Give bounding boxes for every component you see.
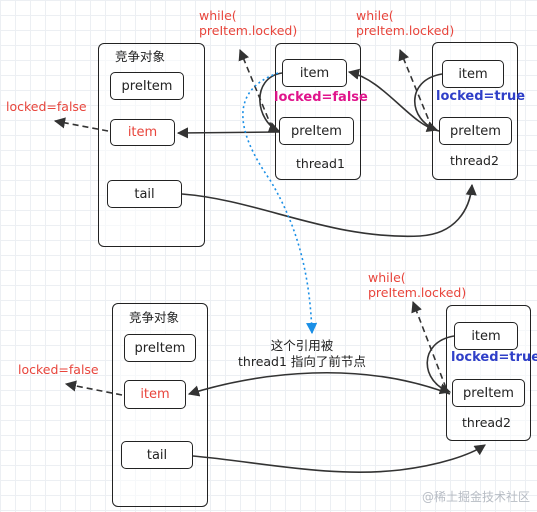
top-resource-item: item [110, 119, 175, 146]
watermark: @稀土掘金技术社区 [422, 490, 531, 504]
dashed-top-thread2-while [398, 48, 433, 129]
top-thread2-preitem: preItem [439, 117, 512, 145]
pointer-note-line2: thread1 指向了前节点 [238, 354, 366, 369]
bottom-released-note: locked=false [18, 362, 99, 377]
bottom-resource-preitem-label: preItem [134, 340, 186, 356]
top-thread2-while-note: while( preItem.locked) [356, 8, 454, 38]
bottom-thread2-while-line2: preItem.locked) [368, 285, 467, 300]
top-resource-item-label: item [127, 125, 158, 140]
bottom-resource-preitem: preItem [124, 334, 196, 362]
dashed-thread1-while [238, 48, 273, 129]
top-resource-tail-label: tail [134, 186, 155, 202]
bottom-resource-title: 竞争对象 [129, 310, 180, 325]
bottom-thread2-item-label: item [471, 328, 501, 344]
thread1-while-line2: preItem.locked) [199, 23, 298, 38]
thread1-while-note: while( preItem.locked) [199, 8, 297, 38]
arrow-tail-to-thread2 [181, 183, 477, 238]
thread1-while-line1: while( [199, 8, 237, 23]
top-thread2-while-line1: while( [356, 8, 394, 23]
bottom-thread2-preitem: preItem [452, 379, 525, 407]
thread1-locked-flag: locked=false [274, 90, 368, 105]
bottom-thread2-while-line1: while( [368, 270, 406, 285]
thread1-name: thread1 [296, 156, 345, 171]
bottom-thread2-item: item [454, 322, 518, 350]
bottom-resource-tail-label: tail [146, 447, 168, 463]
bottom-thread2-name: thread2 [462, 415, 511, 430]
bottom-resource-tail: tail [121, 441, 193, 469]
bottom-thread2-while-note: while( preItem.locked) [368, 270, 466, 300]
thread1-item: item [282, 59, 347, 87]
bottom-resource-item: item [124, 380, 186, 409]
top-thread2-item-label: item [458, 66, 488, 82]
arrow-bottom-thread2-pre-to-item [187, 372, 451, 397]
arrow-bottom-tail-to-thread2 [192, 444, 486, 473]
top-resource-preitem-label: preItem [121, 78, 173, 94]
top-thread2-preitem-label: preItem [450, 123, 501, 139]
arrow-top-thread2-item-loop [414, 73, 443, 132]
dashed-top-released [53, 117, 109, 132]
arrow-thread1-pre-to-item [176, 127, 280, 139]
thread1-preitem-label: preItem [291, 123, 342, 139]
thread1-item-label: item [299, 65, 330, 81]
top-thread2-item: item [442, 60, 504, 88]
top-resource-tail: tail [107, 180, 182, 208]
top-released-note: locked=false [6, 99, 87, 114]
bottom-thread2-preitem-label: preItem [463, 385, 514, 401]
top-resource-title: 竞争对象 [115, 49, 166, 64]
dotted-reference-move [242, 72, 318, 335]
thread1-preitem: preItem [279, 117, 354, 145]
pointer-note-line1: 这个引用被 [270, 338, 334, 353]
arrow-bottom-thread2-item-loop [426, 335, 455, 395]
top-thread2-while-line2: preItem.locked) [356, 23, 455, 38]
bottom-thread2-locked-flag: locked=true [451, 350, 537, 365]
arrow-thread1-item-loop [259, 72, 283, 133]
pointer-note: 这个引用被 thread1 指向了前节点 [238, 338, 366, 370]
top-thread2-locked-flag: locked=true [436, 89, 526, 104]
dashed-bottom-thread2-while [411, 300, 447, 389]
top-thread2-name: thread2 [450, 153, 499, 168]
bottom-resource-item-label: item [140, 387, 170, 402]
dashed-bottom-released [64, 380, 123, 396]
top-resource-preitem: preItem [110, 72, 184, 100]
